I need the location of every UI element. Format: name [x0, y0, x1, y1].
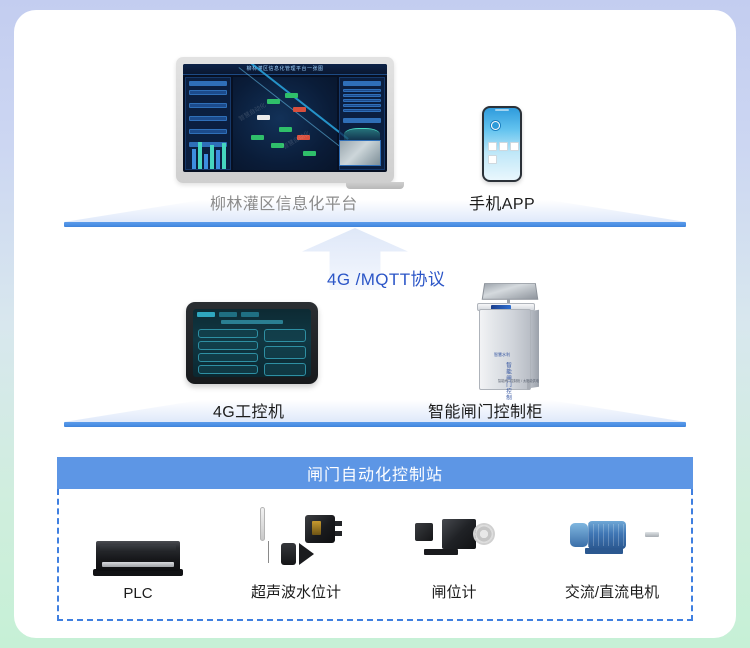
- ultrasonic-probe-body: [281, 543, 296, 565]
- app-icon-3: [510, 142, 519, 151]
- motor-body-icon: [588, 521, 626, 549]
- connector-1: [335, 521, 342, 526]
- station-header: 闸门自动化控制站: [57, 457, 693, 489]
- slab-middle-surface: [64, 400, 686, 422]
- app-icon-4: [488, 155, 497, 164]
- motor-base: [585, 548, 623, 554]
- label-protocol: 4G /MQTT协议: [327, 270, 446, 289]
- station-body: PLC: [57, 489, 693, 621]
- device-motor-label: 交流/直流电机: [564, 584, 660, 601]
- device-plc-label: PLC: [123, 585, 153, 602]
- plc-module-icon: [96, 541, 180, 571]
- hmi-tab-3[interactable]: [241, 312, 259, 317]
- cabinet-side: [531, 309, 539, 388]
- device-gate-position-label: 闸位计: [431, 584, 477, 601]
- antenna-icon: [260, 507, 265, 541]
- hmi-title-bar: [221, 320, 283, 324]
- phone-notch: [495, 109, 509, 111]
- dashboard-title: 柳林灌区信息化管理平台一张图: [246, 66, 324, 72]
- solar-panel-pole: [507, 299, 510, 306]
- ultrasonic-art: [221, 503, 371, 577]
- platform-slab-top: [64, 200, 686, 227]
- connector-2: [335, 531, 342, 536]
- hmi-row-1: [198, 329, 258, 338]
- hmi-tablet: [186, 302, 318, 384]
- phone-screen: [484, 108, 520, 180]
- hmi-tab-2[interactable]: [219, 312, 237, 317]
- device-plc[interactable]: PLC: [63, 507, 213, 602]
- gate-automation-station: 闸门自动化控制站 PLC: [57, 457, 693, 621]
- dashboard-left-panel: [185, 77, 231, 170]
- motor-cooling-fins: [588, 524, 626, 546]
- encoder-art: [379, 503, 529, 577]
- platform-slab-middle: [64, 400, 686, 427]
- dashboard-video-feed: [339, 140, 381, 166]
- label-control-cabinet: 智能闸门控制柜: [428, 404, 543, 421]
- cabinet-handle[interactable]: [527, 380, 530, 390]
- cabinet-brand: 智慧水利: [494, 352, 510, 357]
- hmi-card-3: [264, 363, 306, 376]
- device-row: PLC: [59, 503, 691, 602]
- hmi-row-3: [198, 353, 258, 362]
- slab-middle-edge: [64, 422, 686, 427]
- motor-art: [537, 503, 687, 577]
- motor-rear-housing: [570, 523, 588, 547]
- smartphone: [482, 106, 522, 182]
- hmi-card-2: [264, 346, 306, 359]
- device-ultrasonic-gauge[interactable]: 超声波水位计: [221, 503, 371, 602]
- encoder-body-icon: [442, 519, 476, 549]
- hmi-row-2: [198, 341, 258, 350]
- hmi-tab-1[interactable]: [197, 312, 215, 317]
- motor-shaft: [645, 532, 659, 537]
- device-motor[interactable]: 交流/直流电机: [537, 503, 687, 602]
- monitor-stand: [346, 182, 404, 189]
- sensor-cable: [267, 541, 269, 563]
- slab-top-edge: [64, 222, 686, 227]
- app-icon-1: [488, 142, 497, 151]
- dashboard-right-panel: [339, 77, 385, 170]
- hmi-screen: [193, 309, 311, 377]
- hmi-row-4: [198, 365, 258, 374]
- label-industrial-pc: 4G工控机: [213, 404, 285, 421]
- solar-panel: [481, 283, 539, 300]
- label-mobile-app: 手机APP: [469, 196, 536, 213]
- dashboard-map: 智慧自动化 智慧自动化: [233, 64, 349, 170]
- hmi-card-1: [264, 329, 306, 342]
- gate-control-cabinet: 智慧水利 智能闸门控制柜 智能闸门控制柜 / 太阳能供电: [469, 275, 545, 408]
- encoder-mount: [424, 549, 458, 555]
- app-globe-icon: [490, 120, 501, 131]
- ultrasonic-probe-cone-icon: [299, 543, 314, 565]
- device-gate-position-gauge[interactable]: 闸位计: [379, 503, 529, 602]
- ultrasonic-display: [312, 521, 321, 535]
- hmi-tabs: [197, 312, 259, 317]
- cabinet-display: [491, 305, 511, 310]
- gear-icon: [475, 525, 493, 543]
- dashboard-screen: 柳林灌区信息化管理平台一张图: [183, 64, 387, 172]
- cabinet-footer-text: 智能闸门控制柜 / 太阳能供电: [498, 379, 539, 383]
- slab-top-surface: [64, 200, 686, 222]
- cabinet-body: 智慧水利 智能闸门控制柜 智能闸门控制柜 / 太阳能供电: [479, 309, 539, 408]
- dashboard-topbar: [183, 64, 387, 75]
- label-platform: 柳林灌区信息化平台: [210, 196, 358, 213]
- cabinet-vertical-text: 智能闸门控制柜: [505, 362, 511, 408]
- architecture-diagram: 柳林灌区信息化管理平台一张图: [14, 10, 736, 638]
- ultrasonic-controller-icon: [305, 515, 342, 543]
- plc-base: [93, 569, 183, 576]
- app-icon-2: [499, 142, 508, 151]
- main-card: 柳林灌区信息化管理平台一张图: [14, 10, 736, 638]
- plc-art: [63, 507, 213, 581]
- device-ultrasonic-label: 超声波水位计: [250, 584, 341, 601]
- encoder-rear: [415, 523, 433, 541]
- monitor-dashboard: 柳林灌区信息化管理平台一张图: [176, 57, 394, 183]
